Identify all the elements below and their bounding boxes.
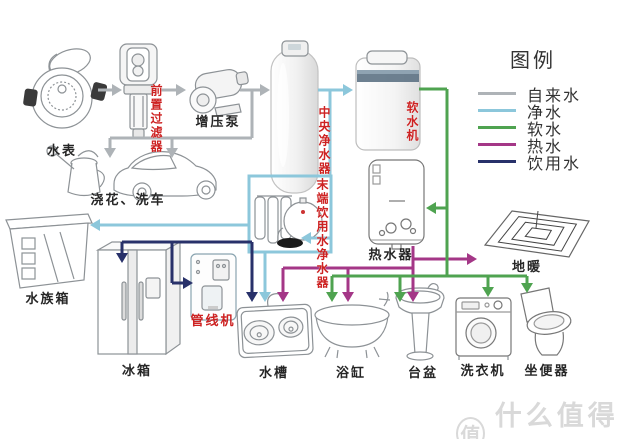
tap-water-pipe xyxy=(98,84,270,158)
pre-filter-illustration xyxy=(119,43,158,139)
soft-water-pipe xyxy=(326,87,533,302)
ro-purifier-label: 末端饮用水净水器 xyxy=(315,178,329,290)
toilet-illustration xyxy=(520,287,572,356)
booster-pump-label: 增压泵 xyxy=(195,114,241,129)
pipeline-dispenser-illustration xyxy=(190,253,237,321)
legend-title: 图例 xyxy=(510,50,556,72)
kitchen-sink-illustration xyxy=(236,293,314,359)
smzdm-watermark: 值 什么值得买 xyxy=(456,394,627,439)
water-heater-illustration xyxy=(368,159,425,250)
softener-label: 软水机 xyxy=(405,101,419,143)
legend-item-hot-water: 热水 xyxy=(478,136,627,156)
washing-machine-illustration xyxy=(455,297,512,360)
pre-filter-label: 前置过滤器 xyxy=(149,84,163,154)
booster-pump-illustration xyxy=(189,69,249,117)
aquarium-illustration xyxy=(5,213,93,289)
aquarium-label: 水族箱 xyxy=(25,291,71,306)
washing-machine-label: 洗衣机 xyxy=(460,363,506,378)
water-heater-label: 热水器 xyxy=(368,247,414,262)
ro-purifier-illustration xyxy=(254,195,323,248)
drinking-water-pipe xyxy=(116,240,258,302)
soft-water-line-swatch xyxy=(478,126,516,129)
basin-label: 台盆 xyxy=(407,365,439,380)
drinking-water-line-swatch xyxy=(478,160,516,163)
legend-item-soft-water: 软水 xyxy=(478,119,627,139)
legend: 图例 自来水 净水 软水 热水 饮用水 xyxy=(478,44,627,173)
bathtub-label: 浴缸 xyxy=(335,365,367,380)
fridge-label: 冰箱 xyxy=(121,363,153,378)
tap-water-line-swatch xyxy=(478,92,516,95)
central-purifier-illustration xyxy=(270,40,319,194)
central-purifier-label: 中央净水器 xyxy=(317,106,331,176)
hot-water-pipe xyxy=(277,246,477,302)
pedestal-basin-illustration xyxy=(395,282,445,361)
garden-carwash-label: 浇花、洗车 xyxy=(90,192,166,207)
toilet-label: 坐便器 xyxy=(524,363,570,378)
water-meter-illustration xyxy=(23,48,108,129)
bathtub-illustration xyxy=(314,291,391,359)
sink-label: 水槽 xyxy=(258,365,290,380)
water-meter-label: 水表 xyxy=(46,143,78,158)
smzdm-badge-icon: 值 xyxy=(456,416,485,439)
legend-item-purified-water: 净水 xyxy=(478,102,627,122)
fridge-illustration xyxy=(95,240,183,356)
floor-heating-label: 地暖 xyxy=(511,259,543,274)
water-softener-illustration xyxy=(355,50,421,151)
floor-heating-illustration xyxy=(483,210,590,258)
purified-water-pipe xyxy=(90,84,353,302)
watering-can-illustration xyxy=(46,145,105,197)
legend-item-tap-water: 自来水 xyxy=(478,85,627,105)
pipeline-machine-label: 管线机 xyxy=(190,313,236,328)
purified-water-line-swatch xyxy=(478,109,516,112)
legend-item-drinking-water: 饮用水 xyxy=(478,153,627,173)
hot-water-line-swatch xyxy=(478,143,516,146)
car-illustration xyxy=(113,151,217,202)
